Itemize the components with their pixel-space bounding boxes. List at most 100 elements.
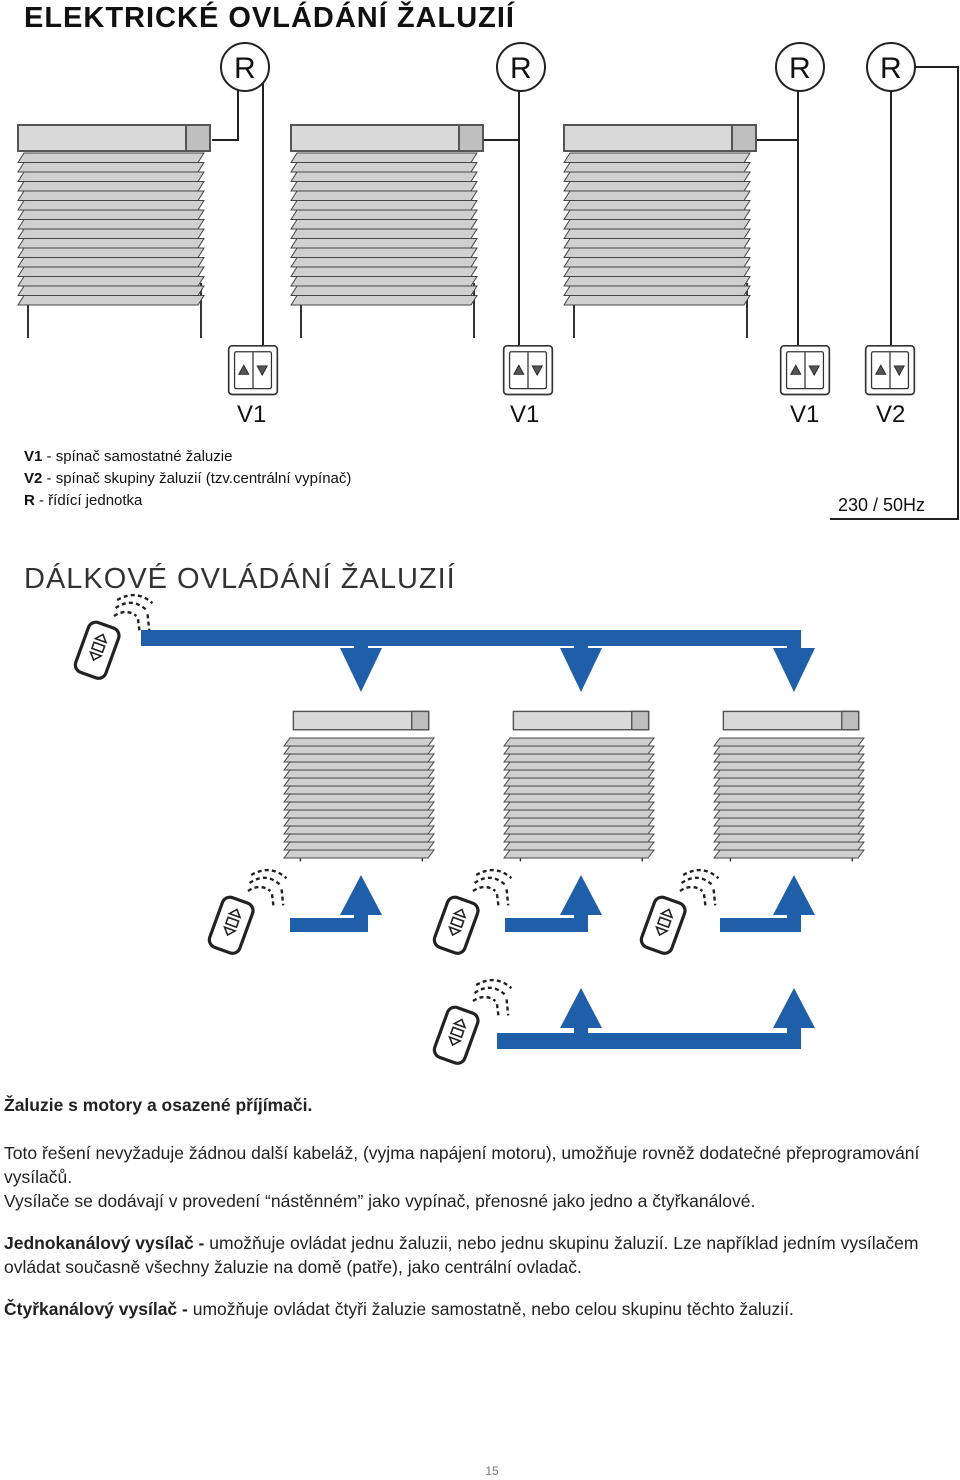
blind-slat [283,745,435,755]
blind-slat [713,737,865,747]
blind-slat [290,295,478,306]
blind-slat [563,181,751,192]
blind-slat [563,171,751,182]
blind-slat [503,745,655,755]
blind-slat [563,238,751,249]
blind-slat [503,737,655,747]
switch-label: V1 [510,401,539,428]
blind-slat [290,238,478,249]
blind-slat [17,247,205,258]
switch-label: V1 [790,401,819,428]
blind-slat [563,152,751,163]
blind-slat [503,825,655,835]
blind-slat [283,793,435,803]
blind-slat [563,247,751,258]
blind-slat [563,200,751,211]
blind-slat [503,777,655,787]
blind-slat [503,785,655,795]
blind-slats [17,152,751,306]
blind-slat [563,209,751,220]
blind-slat [17,171,205,182]
blind-slat [563,295,751,306]
blind-slat [17,219,205,230]
blind-slat [283,809,435,819]
blind-slat [563,276,751,287]
blind-slat [713,761,865,771]
description: Žaluzie s motory a osazené příjímači. To… [4,1093,954,1339]
blind-slat [283,785,435,795]
blind-slat [17,266,205,277]
blind-slat [290,219,478,230]
blind-slat [713,777,865,787]
receiver-label: R [880,52,902,85]
single-channel-description: Jednokanálový vysílač - umožňuje ovládat… [4,1233,919,1277]
four-channel-description: Čtyřkanálový vysílač - umožňuje ovládat … [4,1299,794,1319]
blind-slat [17,285,205,296]
blind-slats [283,737,865,859]
blind-slat [713,809,865,819]
title-remote-control: DÁLKOVÉ OVLÁDÁNÍ ŽALUZIÍ [24,563,456,595]
blind-slat [290,200,478,211]
switch-label: V2 [876,401,905,428]
blind-slat [283,737,435,747]
blind-slat [563,257,751,268]
blind-slat [713,785,865,795]
receiver-units: R R R R [220,42,916,92]
legend-item: V1 - spínač samostatné žaluzie [24,448,233,465]
blind-slat [290,276,478,287]
blind-slat [713,801,865,811]
title-wired-control: ELEKTRICKÉ OVLÁDÁNÍ ŽALUZIÍ [24,2,515,34]
blind-slat [563,285,751,296]
receiver-label: R [234,52,256,85]
blind-slat [713,825,865,835]
blind-slat [17,228,205,239]
blind-slat [563,219,751,230]
section-heading: Žaluzie s motory a osazené příjímači. [4,1095,313,1115]
blind-slat [713,841,865,851]
blind-slat [503,817,655,827]
blind-slat [17,152,205,163]
blind-slat [503,833,655,843]
legend-item: R - řídící jednotka [24,492,143,509]
paragraph: Vysílače se dodávají v provedení “nástěn… [4,1191,756,1211]
blind-slat [563,190,751,201]
blind-slat [283,817,435,827]
wiring [212,66,959,520]
blind-slat [283,769,435,779]
blind-slat [503,841,655,851]
blind-slat [503,753,655,763]
blind-slat [290,162,478,173]
blind-slat [503,793,655,803]
blind-slat [563,266,751,277]
blind-slat [503,801,655,811]
blind-slat [290,190,478,201]
blind-slat [290,228,478,239]
blind-slat [17,257,205,268]
blind-slat [713,769,865,779]
blind-slat [283,825,435,835]
blind-slat [290,209,478,220]
blind-slat [17,200,205,211]
blinds-wiring-diagram: R R R R V1 V1 V1 V2 [17,42,959,1067]
blind-slat [283,841,435,851]
blind-slat [290,181,478,192]
blind-slat [713,745,865,755]
blind-slat [283,833,435,843]
blind-slat [563,162,751,173]
receiver-label: R [789,52,811,85]
blind-slat [503,809,655,819]
signal-arrows [141,630,815,1049]
blind-slat [283,753,435,763]
blind-slat [290,247,478,258]
blind-slat [283,801,435,811]
blind-slat [17,238,205,249]
blind-slat [290,285,478,296]
blind-slat [503,849,655,859]
blind-slat [17,162,205,173]
switch-label: V1 [237,401,266,428]
wall-switches: V1 V1 V1 V2 [227,345,916,428]
blind-slat [290,257,478,268]
blind-slat [17,209,205,220]
legend: V1 - spínač samostatné žaluzie V2 - spín… [24,446,351,512]
receiver-label: R [510,52,532,85]
